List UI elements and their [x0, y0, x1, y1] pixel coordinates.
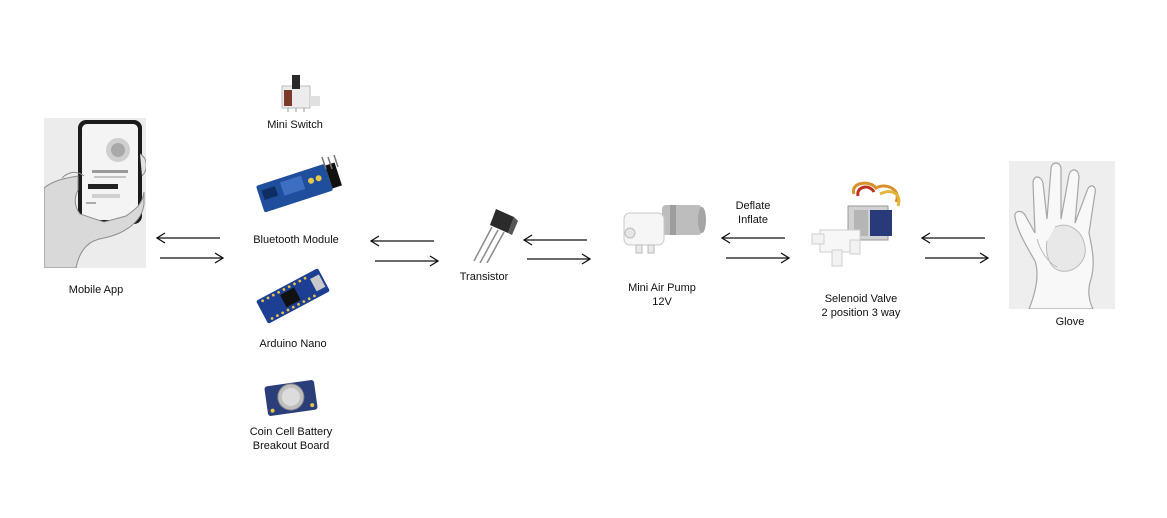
bluetooth-module-label: Bluetooth Module: [253, 234, 339, 246]
air-pump-image: [623, 205, 706, 254]
glove-label: Glove: [1055, 316, 1085, 328]
arrow-pair-pump-valve: [720, 232, 791, 264]
arrow-pair-transistor-pump: [522, 234, 592, 265]
mini-switch-label: Mini Switch: [267, 119, 323, 131]
mini-switch-image: [281, 75, 320, 112]
solenoid-valve-image: [811, 181, 901, 267]
arrow-pair-controller-transistor: [369, 235, 440, 267]
coin-cell-board-label: Coin Cell Battery Breakout Board: [249, 426, 333, 452]
mobile-app-label: Mobile App: [68, 284, 124, 296]
mobile-app-image: [44, 118, 146, 268]
air-pump-label: Mini Air Pump 12V: [628, 282, 696, 308]
arduino-nano-image: [256, 268, 330, 324]
transistor-image: [473, 209, 518, 263]
solenoid-valve-label: Selenoid Valve 2 position 3 way: [821, 293, 901, 319]
bluetooth-module-image: [256, 155, 342, 213]
flow-labels: Deflate Inflate: [718, 199, 788, 227]
transistor-label: Transistor: [459, 271, 509, 283]
arrow-pair-app-controller: [155, 232, 225, 264]
coin-cell-board-image: [264, 380, 318, 416]
arrow-pair-valve-glove: [920, 232, 990, 264]
glove-image: [1009, 161, 1115, 309]
deflate-label: Deflate: [735, 200, 771, 212]
arduino-nano-label: Arduino Nano: [259, 338, 327, 350]
inflate-label: Inflate: [738, 214, 768, 226]
